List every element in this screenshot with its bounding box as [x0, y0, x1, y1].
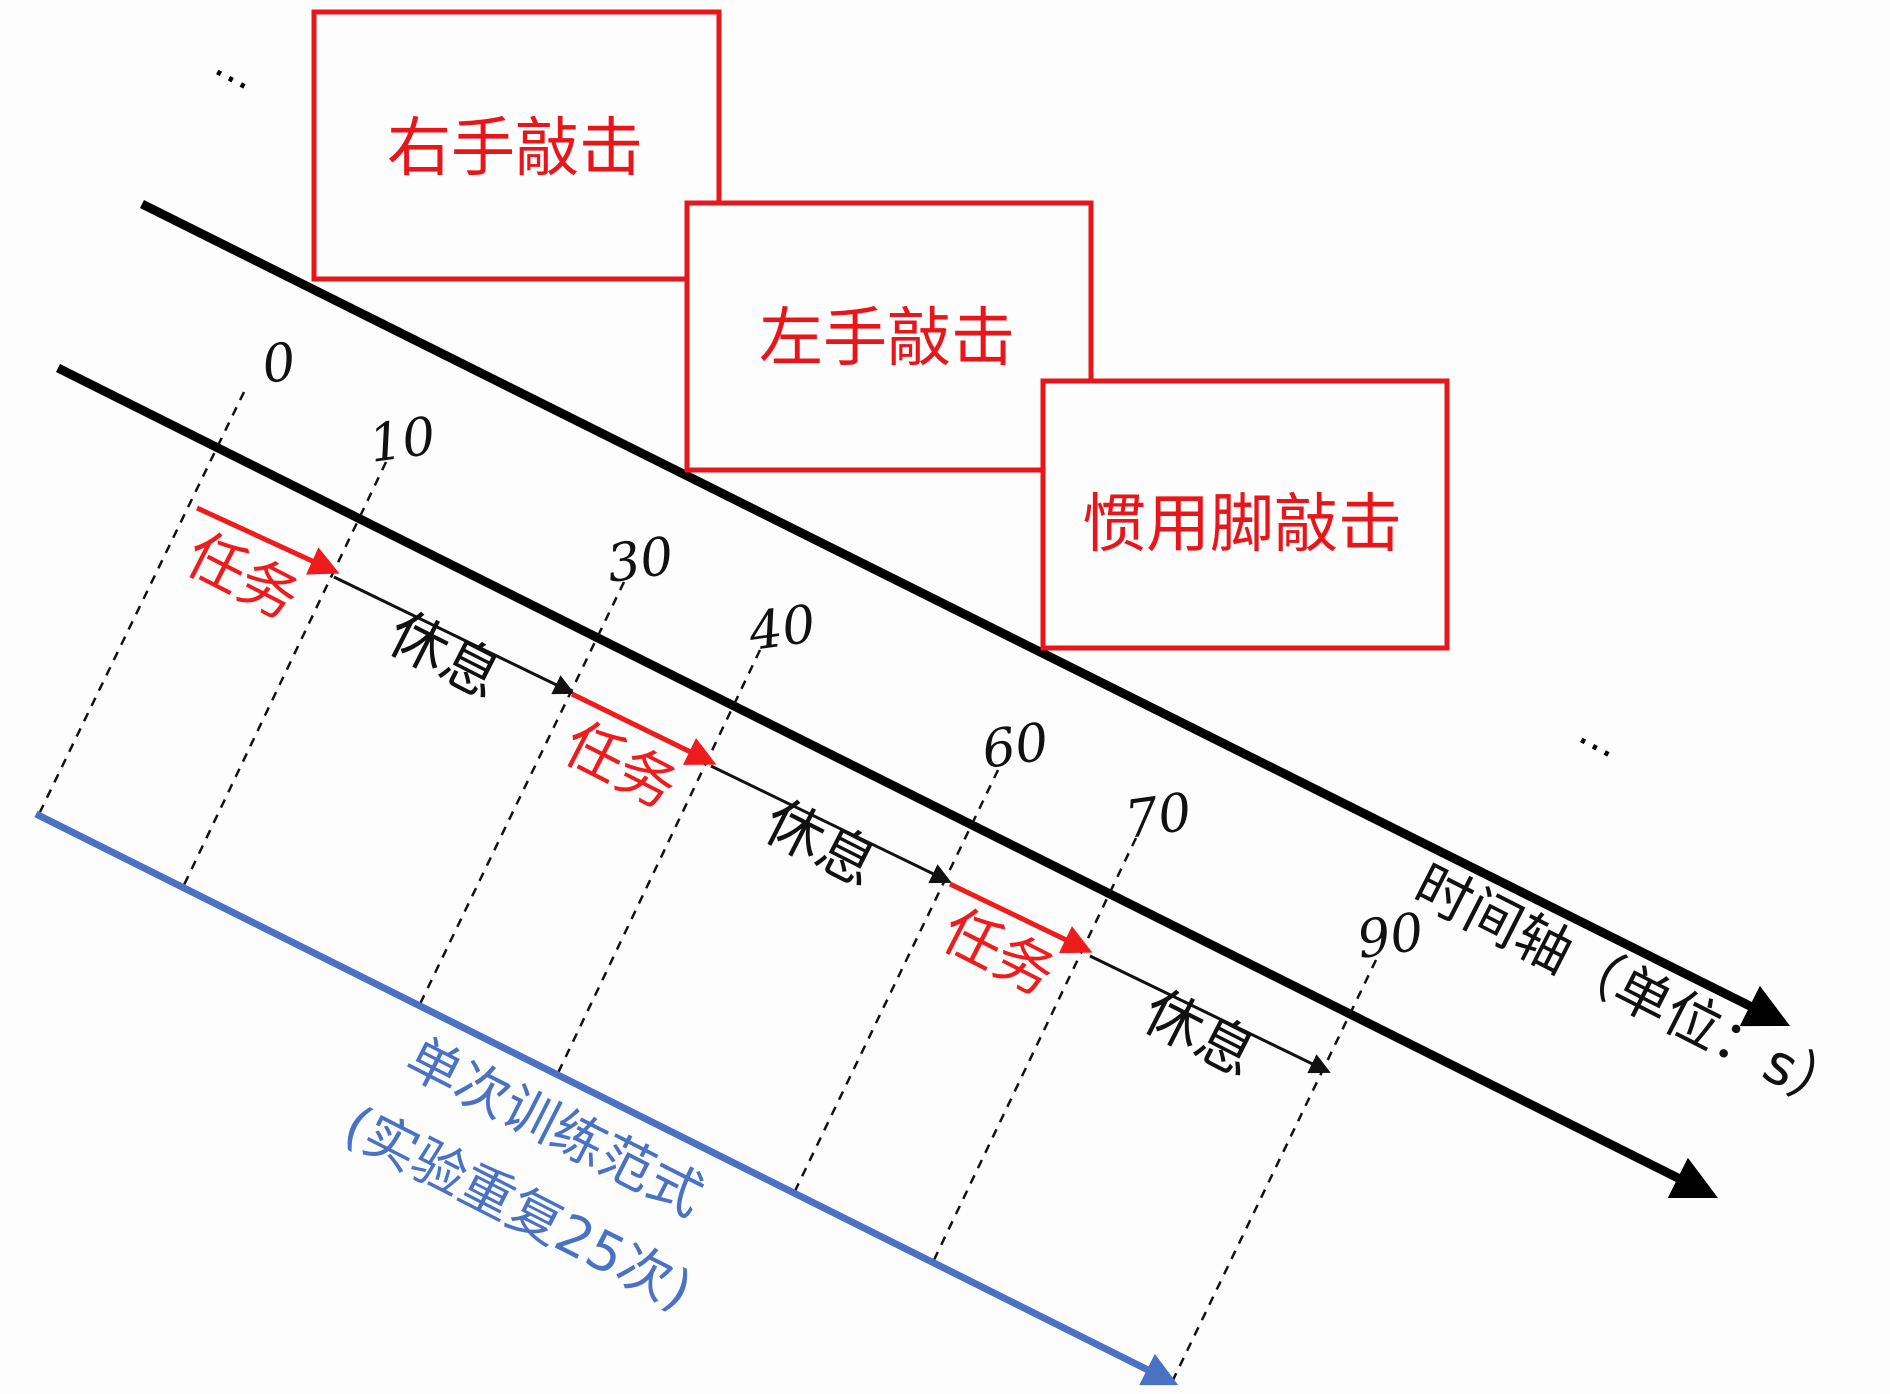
box-left-hand: 左手敲击 — [684, 200, 1094, 473]
tick-label-60: 60 — [978, 712, 1052, 781]
box-left-hand-label: 左手敲击 — [759, 302, 1015, 376]
tick-label-0: 0 — [258, 332, 299, 396]
tick-label-90: 90 — [1353, 902, 1427, 971]
rest-label-2: 休息 — [754, 787, 888, 900]
task-label-3: 任务 — [932, 896, 1066, 1009]
rest-arrow-2 — [710, 764, 952, 884]
task-arrow-3 — [948, 881, 1093, 954]
rest-arrow-1 — [333, 575, 575, 695]
time-axis-label: 时间轴（单位：s） — [1404, 853, 1859, 1128]
tick-label-40: 40 — [744, 594, 819, 663]
dashed-guide-0 — [38, 391, 246, 813]
ellipsis-right: … — [1571, 708, 1628, 767]
box-foot-label: 惯用脚敲击 — [1082, 488, 1402, 562]
session-line — [34, 810, 1179, 1386]
box-right-hand: 右手敲击 — [311, 9, 722, 282]
dashed-guide-70 — [931, 837, 1138, 1263]
tick-label-10: 10 — [365, 406, 439, 475]
tick-label-70: 70 — [1121, 782, 1195, 851]
task-label-2: 任务 — [554, 709, 688, 822]
rest-label-3: 休息 — [1133, 977, 1267, 1090]
tick-label-30: 30 — [603, 526, 677, 595]
box-foot: 惯用脚敲击 — [1040, 378, 1450, 651]
task-arrow-1 — [195, 505, 340, 575]
segment-arrows — [195, 505, 1331, 1074]
box-right-hand-label: 右手敲击 — [387, 112, 643, 186]
task-arrow-2 — [570, 691, 717, 765]
rest-label-1: 休息 — [378, 599, 512, 712]
upper-timeline — [139, 199, 1791, 1027]
dashed-guides — [38, 391, 1378, 1383]
task-label-1: 任务 — [176, 520, 310, 633]
ellipsis-top: … — [207, 40, 264, 99]
lower-timeline — [55, 363, 1719, 1199]
rest-arrow-3 — [1089, 954, 1331, 1074]
